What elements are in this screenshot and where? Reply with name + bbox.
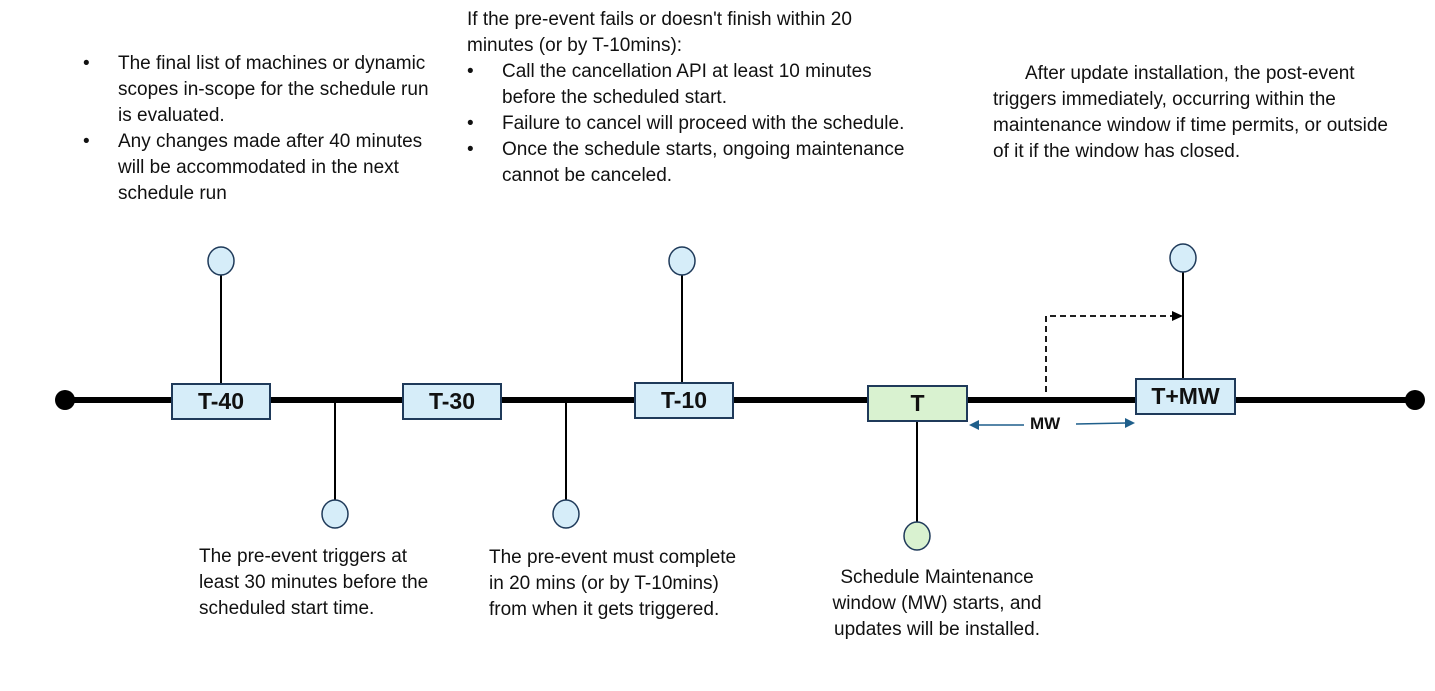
node-t xyxy=(903,521,931,551)
node-t40 xyxy=(207,246,235,276)
note-tmw: After update installation, the post-even… xyxy=(993,63,1388,162)
note-t10-bullet: Call the cancellation API at least 10 mi… xyxy=(467,59,922,111)
milestone-tmw: T+MW xyxy=(1135,378,1236,415)
note-t10-intro: If the pre-event fails or doesn't finish… xyxy=(467,9,852,56)
node-t30 xyxy=(321,499,349,529)
note-t: Schedule Maintenance window (MW) starts,… xyxy=(832,567,1042,640)
milestone-t40: T-40 xyxy=(171,383,271,420)
node-t10 xyxy=(668,246,696,276)
note-t10-bullet: Once the schedule starts, ongoing mainte… xyxy=(467,137,922,189)
note-t30: The pre-event triggers at least 30 minut… xyxy=(199,546,429,619)
milestone-t: T xyxy=(867,385,968,422)
node-tmw xyxy=(1169,243,1197,273)
milestone-t10: T-10 xyxy=(634,382,734,419)
post-event-dashed-arrow xyxy=(1045,315,1174,392)
note-t10: If the pre-event fails or doesn't finish… xyxy=(467,7,922,189)
note-pre-complete: The pre-event must complete in 20 mins (… xyxy=(489,547,737,620)
timeline-end-dot xyxy=(1405,390,1425,410)
node-pre-complete xyxy=(552,499,580,529)
mw-label: MW xyxy=(1030,414,1061,433)
timeline-start-dot xyxy=(55,390,75,410)
mw-arrowhead-right xyxy=(1125,418,1135,428)
note-t40: The final list of machines or dynamic sc… xyxy=(83,51,433,207)
mw-arrowhead-left xyxy=(969,420,979,430)
post-event-arrowhead xyxy=(1172,311,1183,321)
milestone-t30: T-30 xyxy=(402,383,502,420)
note-t10-bullet: Failure to cancel will proceed with the … xyxy=(467,111,922,137)
note-t40-bullet: The final list of machines or dynamic sc… xyxy=(83,51,433,129)
mw-arrow-right xyxy=(1075,422,1127,425)
note-t40-bullet: Any changes made after 40 minutes will b… xyxy=(83,129,433,207)
